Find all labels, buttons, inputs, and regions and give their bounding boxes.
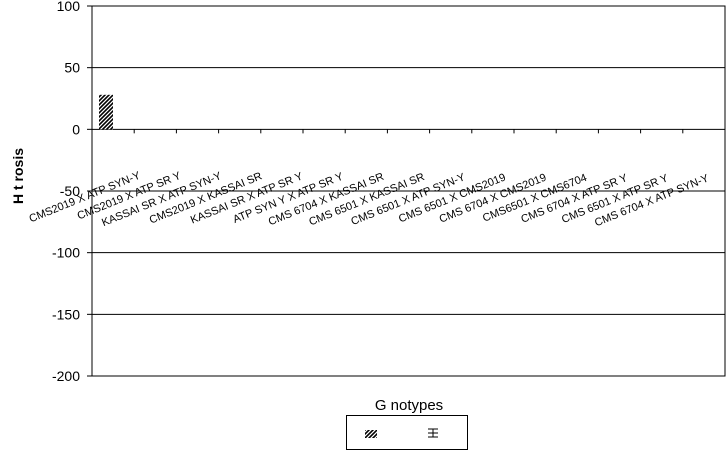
y-tick-label: -200 (52, 368, 80, 384)
legend-error-bar-icon (428, 428, 438, 438)
plot-area-border (91, 5, 726, 377)
y-tick-label: 0 (72, 121, 80, 137)
y-axis-title: H t rosis (10, 148, 26, 204)
bar-1 (99, 94, 113, 130)
legend-swatch-hatch (365, 430, 377, 438)
gridlines (87, 5, 726, 377)
bars (99, 94, 113, 130)
legend (346, 415, 468, 450)
y-tick-label: 100 (57, 0, 81, 14)
y-tick-label: -100 (52, 245, 80, 261)
y-tick-labels: 100 50 0 -50 -100 -150 -200 (52, 0, 80, 384)
y-tick-label: 50 (64, 60, 80, 76)
y-tick-label: -50 (60, 183, 80, 199)
y-tick-label: -150 (52, 306, 80, 322)
x-axis-title: G notypes (375, 397, 443, 414)
